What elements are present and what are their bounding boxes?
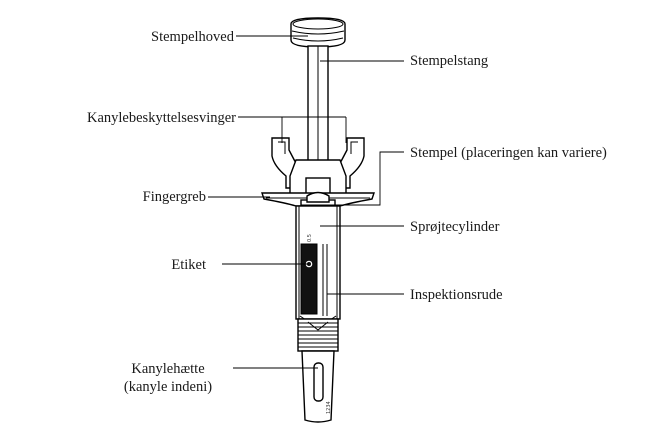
barrel-mark-text: 0.5 (307, 234, 313, 242)
label-needle-cap-line2: (kanyle indeni) (124, 379, 212, 395)
labels: Stempelhoved Stempelstang Kanylebeskytte… (87, 29, 607, 395)
label-strip-shape (300, 243, 318, 315)
leader-stopper (334, 151, 404, 206)
label-needle-guard-wings: Kanylebeskyttelsesvinger (87, 110, 236, 126)
leader-lines (208, 35, 404, 369)
needle-cap-shape: 1234 (301, 350, 335, 423)
threaded-collar-shape (297, 318, 339, 352)
label-plunger-rod: Stempelstang (410, 53, 488, 69)
label-stopper: Stempel (placeringen kan variere) (410, 145, 607, 161)
label-needle-cap-line1: Kanylehætte (131, 361, 204, 377)
label-inspection-window: Inspektionsrude (410, 287, 503, 303)
label-plunger-head: Stempelhoved (151, 29, 235, 45)
plunger-head-shape (290, 17, 346, 48)
leader-needle-guard-wings (238, 116, 347, 143)
label-label: Etiket (171, 257, 206, 273)
upper-housing-shape (289, 159, 347, 197)
label-syringe-barrel: Sprøjtecylinder (410, 219, 500, 235)
label-finger-grip: Fingergreb (143, 189, 206, 205)
syringe-illustration: 0.5 1234 (261, 17, 375, 423)
code-text: 1234 (326, 401, 332, 414)
